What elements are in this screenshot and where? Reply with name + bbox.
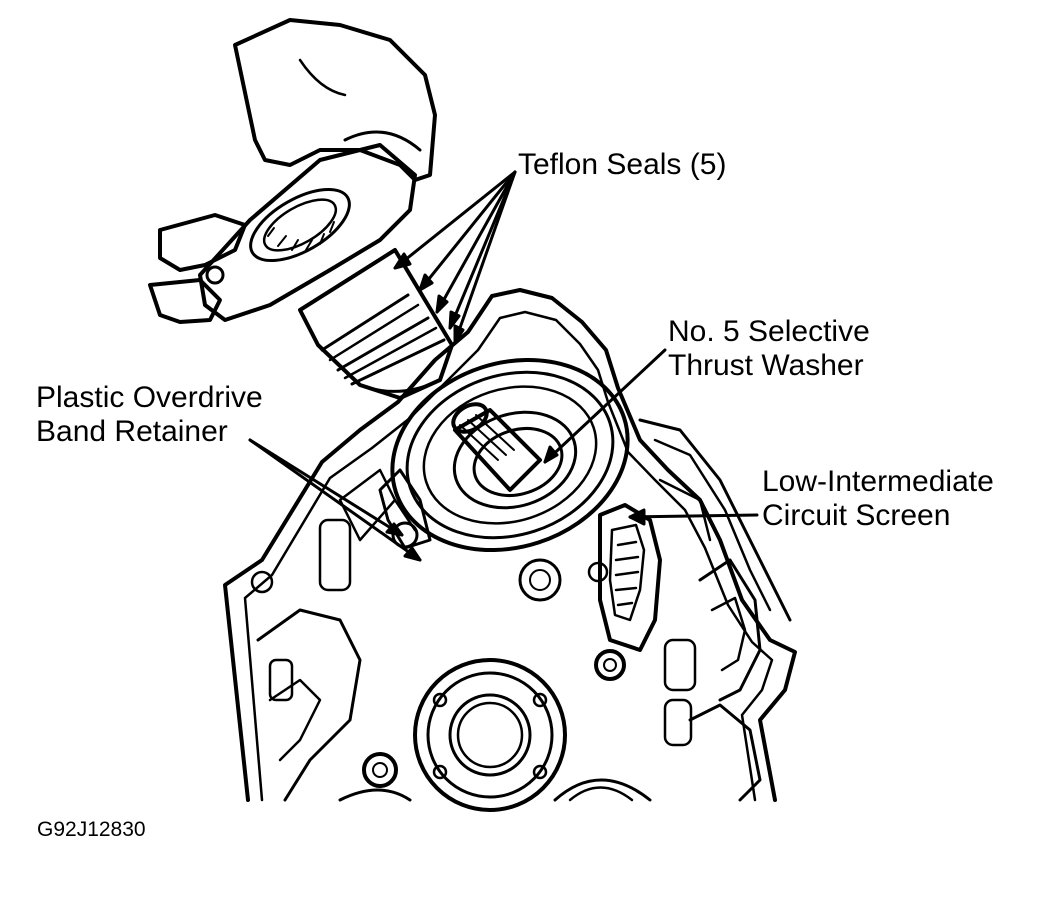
label-band-retainer: Plastic Overdrive Band Retainer — [36, 381, 263, 449]
case-pocket — [318, 518, 352, 592]
teflon-seal — [343, 326, 438, 380]
arrowhead — [543, 445, 559, 464]
pump-housing — [422, 385, 598, 525]
leader-line-teflon-seals — [393, 170, 517, 270]
arrowhead — [393, 252, 412, 270]
valve-body-pocket — [663, 698, 693, 747]
label-circuit-screen: Low-Intermediate Circuit Screen — [762, 465, 994, 533]
arrowhead — [385, 522, 404, 537]
shaft-spline — [459, 414, 515, 461]
stator-flange — [198, 143, 417, 322]
screen-slot — [614, 540, 640, 607]
arrowhead — [453, 324, 465, 344]
hand-finger — [343, 130, 422, 152]
housing-arc — [338, 788, 412, 802]
case-inner-rim — [243, 310, 774, 802]
valve-body-channel — [658, 478, 712, 542]
valve-body — [598, 503, 662, 652]
case-rib — [338, 468, 397, 542]
teflon-seal — [320, 293, 410, 352]
leader-line-circuit-screen — [628, 513, 759, 519]
bolt-hole — [372, 762, 388, 778]
bearing-housing — [426, 671, 554, 799]
bolt-hole — [529, 569, 551, 591]
label-teflon-seals-text: Teflon Seals (5) — [518, 148, 727, 181]
teflon-seal — [336, 316, 430, 372]
leader-line-band-retainer — [248, 438, 404, 537]
teflon-seal — [328, 303, 420, 362]
arrowhead — [435, 294, 449, 314]
label-teflon-seals: Teflon Seals (5) — [518, 148, 726, 182]
hand-finger — [158, 213, 247, 272]
hand-crease — [298, 58, 347, 97]
bearing-housing — [456, 701, 524, 769]
valve-body-channel — [688, 703, 762, 802]
bearing-housing — [413, 658, 567, 812]
band-retainer-edge — [393, 498, 417, 532]
leader-line-teflon-seals — [448, 170, 517, 330]
bolt-hole — [362, 752, 398, 788]
arrowhead — [448, 310, 461, 330]
leader-line-teflon-seals — [435, 170, 517, 314]
bolt-hole — [250, 570, 274, 594]
figure-id: G92J12830 — [37, 818, 146, 841]
bearing-housing — [448, 693, 532, 777]
bolt-hole — [532, 692, 548, 708]
housing-arc — [553, 778, 652, 802]
label-band-retainer-line1: Plastic Overdrive — [36, 381, 263, 414]
valve-body-pocket — [663, 638, 697, 692]
teflon-seal — [350, 338, 446, 386]
label-thrust-washer: No. 5 Selective Thrust Washer — [668, 315, 870, 383]
arrowhead — [628, 508, 646, 526]
valve-body-channel — [653, 438, 772, 612]
case-rib — [256, 608, 362, 802]
flange-gear-teeth — [267, 221, 335, 251]
flange-bolt — [205, 265, 225, 285]
bolt-hole — [532, 764, 548, 780]
valve-body-channel — [698, 558, 762, 702]
label-circuit-screen-line1: Low-Intermediate — [762, 465, 994, 498]
bolt-hole — [594, 649, 626, 681]
pump-housing — [390, 357, 630, 553]
arrowhead — [403, 546, 422, 562]
bolt-hole — [432, 764, 448, 780]
low-intermediate-circuit-screen — [608, 523, 646, 622]
pump-housing — [452, 410, 578, 510]
plastic-overdrive-band-retainer — [378, 468, 432, 550]
label-thrust-washer-line2: Thrust Washer — [668, 349, 864, 382]
valve-body-channel — [638, 418, 792, 622]
leader-line-thrust-washer — [543, 348, 667, 464]
label-thrust-washer-line1: No. 5 Selective — [668, 315, 870, 348]
case-pocket — [268, 658, 294, 702]
housing-arc — [568, 786, 634, 802]
flange-gear — [249, 187, 351, 263]
case-rib — [268, 678, 322, 762]
arrowhead — [418, 273, 434, 292]
bolt-hole — [432, 692, 448, 708]
bolt-hole — [518, 558, 562, 602]
flange-gear — [262, 198, 338, 252]
bolt-hole — [603, 658, 617, 672]
hand — [233, 18, 437, 182]
transmission-case — [223, 288, 797, 802]
valve-body-channel — [710, 596, 747, 672]
leader-line-teflon-seals — [418, 170, 517, 292]
leader-line-band-retainer — [248, 438, 422, 562]
output-shaft — [453, 408, 542, 492]
hand-finger — [148, 278, 222, 324]
stator-shaft-end — [358, 378, 442, 393]
label-band-retainer-line2: Band Retainer — [36, 415, 228, 448]
leader-line-teflon-seals — [453, 170, 517, 344]
label-circuit-screen-line2: Circuit Screen — [762, 499, 951, 532]
